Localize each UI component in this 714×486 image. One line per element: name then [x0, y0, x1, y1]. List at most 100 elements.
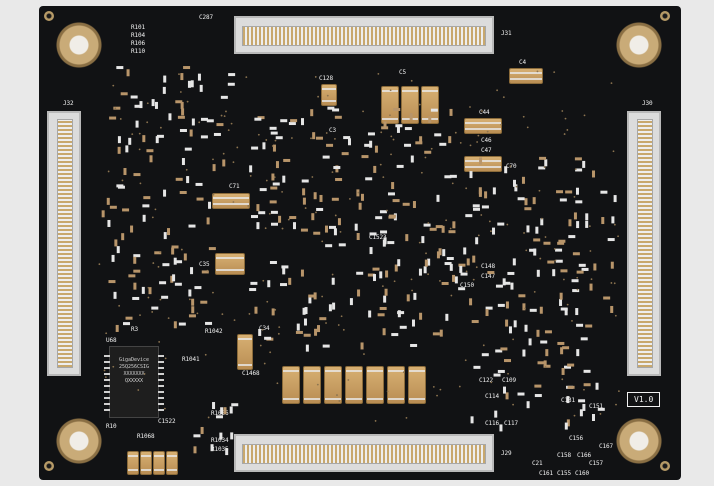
smd-part [229, 406, 233, 414]
smd-part [397, 310, 401, 318]
smd-part [114, 239, 118, 247]
smd-part [369, 140, 373, 148]
smd-part [533, 248, 537, 256]
smd-part [571, 279, 579, 283]
smd-part [130, 225, 134, 233]
smd-part [419, 312, 423, 320]
via-dot [418, 241, 421, 244]
smd-part [322, 155, 330, 159]
via-dot [386, 390, 389, 393]
smd-part [418, 268, 422, 276]
smd-part [179, 129, 187, 133]
smd-part [282, 267, 286, 275]
via-dot [524, 307, 526, 310]
via-dot [331, 273, 334, 276]
smd-part [512, 258, 516, 266]
smd-part [206, 217, 210, 225]
smd-part [115, 324, 119, 332]
smd-part [314, 328, 318, 336]
smd-part [411, 319, 415, 327]
via-dot [159, 126, 162, 129]
via-dot [225, 110, 227, 113]
cap-bulk [381, 86, 399, 124]
smd-part [473, 365, 481, 369]
label-r1068: R1068 [137, 433, 155, 440]
smd-part [434, 133, 442, 137]
smd-part [540, 218, 544, 226]
smd-part [592, 170, 596, 178]
smd-part [269, 260, 277, 264]
via-dot [488, 220, 491, 223]
smd-part [358, 202, 362, 210]
smd-part [128, 274, 136, 278]
smd-part [492, 227, 496, 235]
via-dot [477, 234, 480, 237]
smd-part [492, 187, 496, 195]
smd-part [301, 179, 309, 183]
label-r1035: R1035 [211, 446, 229, 453]
smd-part [254, 306, 258, 314]
smd-part [296, 323, 300, 331]
via-dot [131, 133, 134, 136]
smd-part [392, 199, 400, 203]
smd-part [566, 396, 570, 404]
smd-part [142, 204, 150, 208]
smd-part [465, 214, 473, 218]
smd-part [536, 269, 540, 277]
via-dot [539, 257, 542, 260]
smd-part [331, 197, 339, 201]
connector-j32 [47, 111, 81, 376]
via-dot [249, 175, 252, 177]
cap-bulk-row [366, 366, 384, 404]
label-c44: C44 [479, 109, 490, 116]
via-dot [339, 230, 342, 233]
via-dot [248, 313, 251, 315]
smd-part [575, 308, 579, 316]
via-dot [382, 176, 385, 178]
smd-part [446, 257, 454, 261]
smd-part [171, 247, 175, 255]
smd-part [379, 271, 383, 279]
flash-chip-u68: GigaDevice 25Q256CSIG XXXXXXX QXXXXX [104, 346, 164, 418]
via-dot [588, 225, 591, 228]
smd-part [545, 349, 549, 357]
label-r1042: R1042 [205, 328, 223, 335]
smd-part [133, 254, 141, 258]
smd-part [300, 228, 308, 232]
smd-part [113, 291, 117, 299]
label-c157: C157 [589, 460, 604, 467]
via-dot [154, 208, 157, 211]
smd-part [333, 166, 341, 170]
smd-part [133, 269, 141, 273]
via-dot [381, 285, 384, 288]
smd-part [517, 197, 525, 201]
via-dot [512, 403, 514, 406]
smd-part [326, 143, 334, 147]
smd-part [399, 325, 407, 329]
via-dot [615, 403, 617, 406]
label-j29: J29 [501, 450, 512, 457]
smd-part [514, 184, 518, 192]
smd-part [469, 298, 473, 306]
smd-part [108, 280, 116, 284]
smd-part [421, 236, 425, 244]
via-dot [561, 110, 564, 112]
via-dot [500, 123, 503, 126]
via-dot [430, 147, 433, 150]
via-dot [509, 165, 512, 168]
corner-via [660, 461, 670, 471]
smd-part [190, 267, 194, 275]
smd-part [565, 190, 573, 194]
smd-part [439, 142, 447, 146]
smd-part [557, 241, 565, 245]
label-c35: C35 [199, 261, 210, 268]
via-dot [334, 137, 336, 140]
smd-part [538, 166, 546, 170]
cap-c44 [464, 118, 502, 134]
cap-bulk-row [282, 366, 300, 404]
via-dot [138, 148, 141, 151]
smd-part [472, 207, 480, 211]
via-dot [469, 106, 471, 108]
smd-part [113, 106, 121, 110]
smd-part [572, 252, 580, 256]
